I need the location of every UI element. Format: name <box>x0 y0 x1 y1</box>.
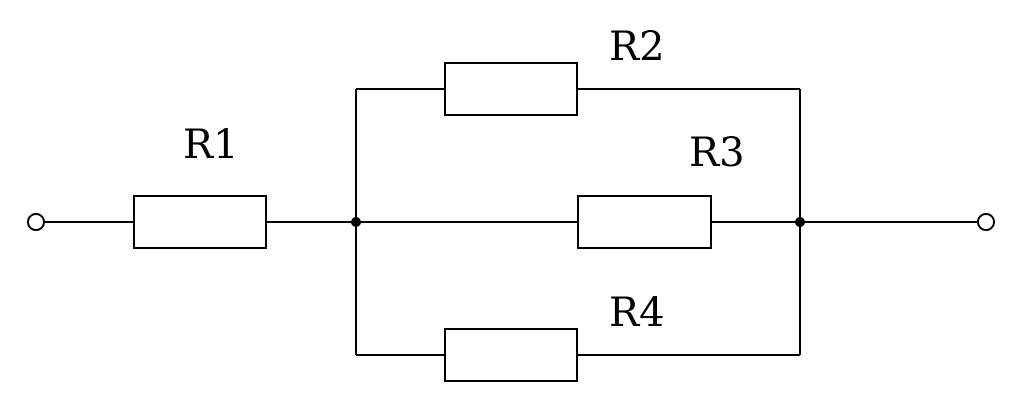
terminal-output <box>977 213 995 231</box>
resistor-r4 <box>444 328 578 382</box>
label-r2: R2 <box>609 24 665 70</box>
label-r3: R3 <box>689 130 745 176</box>
resistor-r1 <box>133 195 267 249</box>
junction-node-right <box>795 217 805 227</box>
label-r1: R1 <box>183 122 239 168</box>
label-r4: R4 <box>609 290 665 336</box>
resistor-r3 <box>577 195 712 249</box>
junction-node-left <box>351 217 361 227</box>
terminal-input <box>27 213 45 231</box>
resistor-r2 <box>444 62 578 116</box>
